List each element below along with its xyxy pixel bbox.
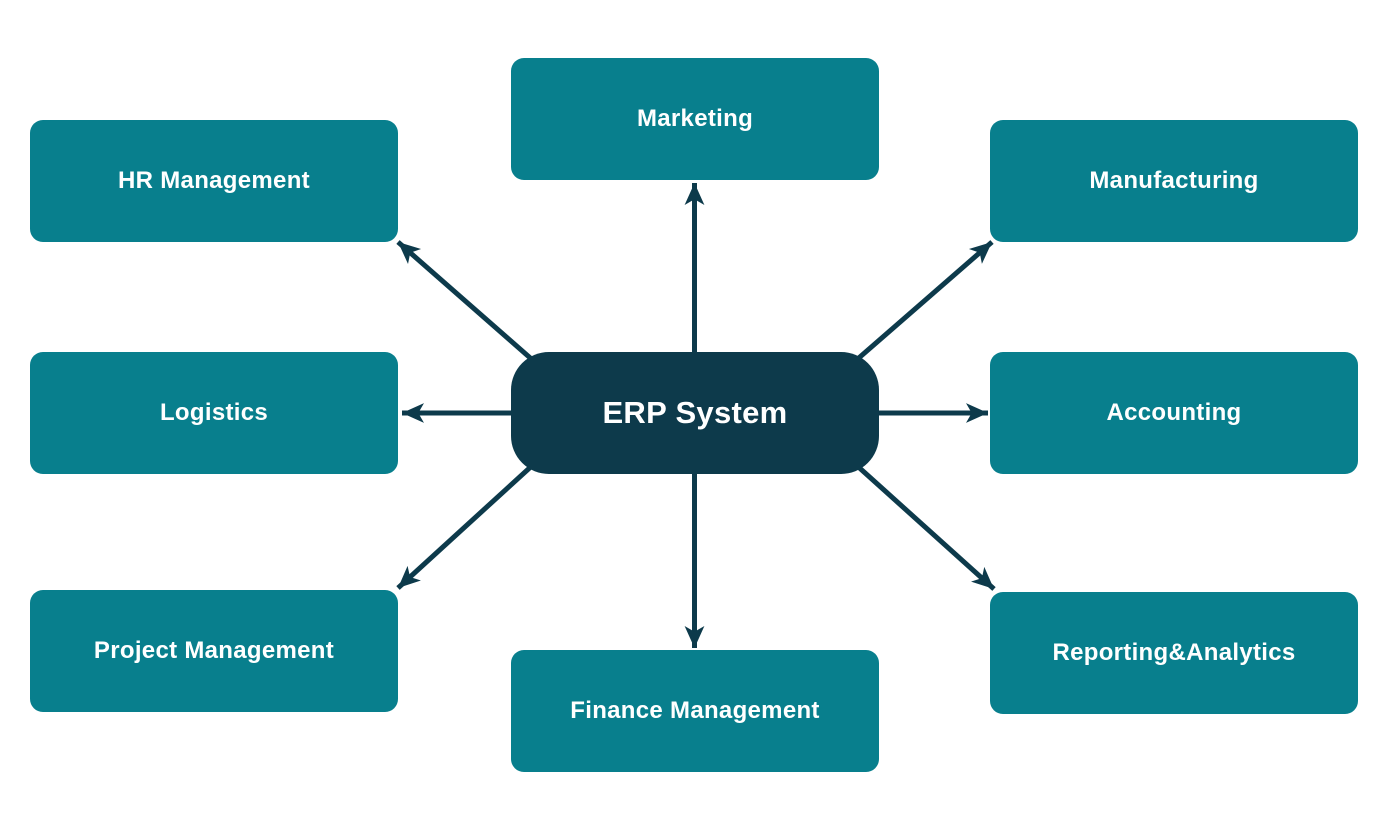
node-manufacturing-label: Manufacturing <box>1089 167 1259 194</box>
node-erp-system-label: ERP System <box>602 395 788 430</box>
arrow-center-to-project-management <box>396 461 537 590</box>
arrow-center-to-hr-management <box>396 240 538 365</box>
node-finance-management: Finance Management <box>511 650 879 772</box>
node-reporting-analytics-label: Reporting&Analytics <box>1052 639 1296 666</box>
node-logistics-label: Logistics <box>159 399 269 426</box>
node-hr-management-label: HR Management <box>118 167 310 194</box>
node-marketing: Marketing <box>511 58 879 180</box>
arrow-center-to-reporting-analytics <box>852 461 996 591</box>
node-finance-management-label: Finance Management <box>570 697 820 724</box>
node-reporting-analytics: Reporting&Analytics <box>990 592 1358 714</box>
node-erp-system: ERP System <box>511 352 879 474</box>
node-accounting: Accounting <box>990 352 1358 474</box>
node-logistics: Logistics <box>30 352 398 474</box>
node-accounting-label: Accounting <box>1106 399 1242 426</box>
node-project-management: Project Management <box>30 590 398 712</box>
node-manufacturing: Manufacturing <box>990 120 1358 242</box>
node-marketing-label: Marketing <box>636 105 754 132</box>
node-hr-management: HR Management <box>30 120 398 242</box>
arrow-center-to-manufacturing <box>851 240 994 365</box>
node-project-management-label: Project Management <box>93 637 335 664</box>
